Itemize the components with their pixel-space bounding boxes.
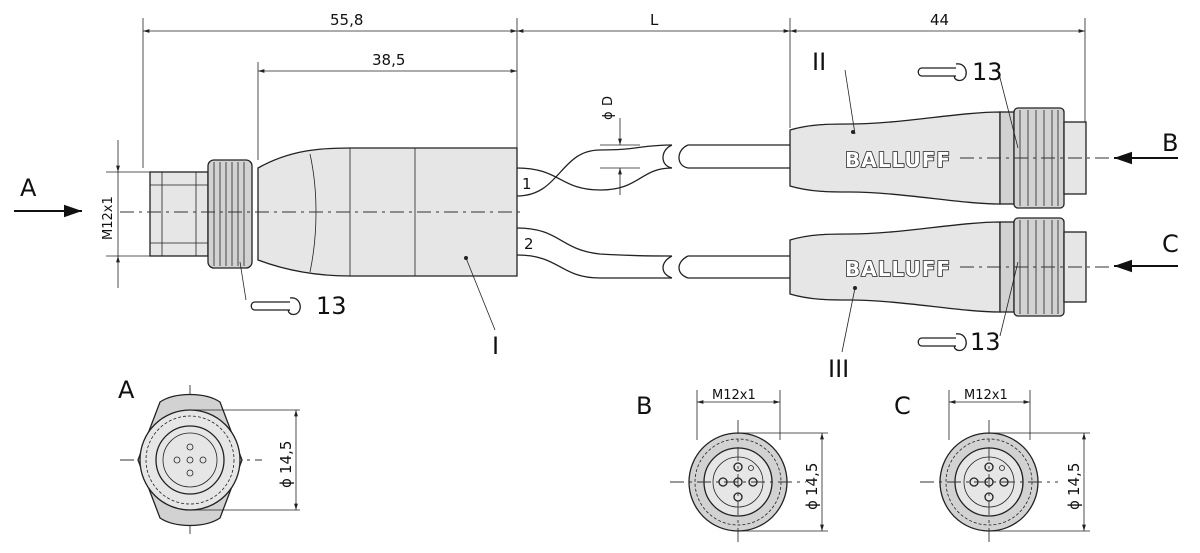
view-c-drawing [920, 390, 1090, 545]
wrench-icon-upper [917, 63, 1019, 149]
part-iii-label: III [828, 355, 849, 383]
main-connector [120, 147, 520, 277]
thread-b-label: M12x1 [712, 388, 756, 403]
diameter-c-symbol: ϕ [1065, 500, 1083, 510]
diameter-b-symbol: ϕ [803, 500, 821, 510]
view-a-drawing [120, 385, 300, 535]
wire-2-label: 2 [524, 235, 534, 253]
wrench-upper-label: 13 [972, 58, 1003, 86]
wrench-icon-lower [917, 261, 1019, 352]
dim-cable-length: L [650, 11, 659, 29]
cable-2 [516, 227, 790, 279]
dim-overall-right: 44 [930, 11, 949, 29]
view-a-label: A [118, 376, 135, 404]
connector-b [789, 107, 1110, 209]
cable-diameter-symbol: ϕ [601, 111, 616, 120]
arrow-b-label: B [1162, 129, 1178, 157]
wire-1-label: 1 [522, 175, 532, 193]
cable-diameter-label: D [601, 96, 616, 106]
cable-1 [516, 144, 790, 197]
view-b-label: B [636, 392, 652, 420]
dim-cable-diameter [600, 118, 640, 195]
logo-upper: BALLUFF [845, 148, 951, 172]
leader-ii [844, 69, 856, 135]
arrow-c-label: C [1162, 230, 1179, 258]
wrench-lower-label: 13 [970, 328, 1001, 356]
view-c-label: C [894, 392, 911, 420]
logo-lower: BALLUFF [845, 257, 951, 281]
thread-main-label: M12x1 [101, 196, 116, 240]
diameter-c-label: 14,5 [1065, 463, 1083, 496]
dim-thread-main [106, 140, 150, 288]
wrench-main-label: 13 [316, 292, 347, 320]
wrench-icon-main [239, 261, 301, 316]
diameter-a-label: 14,5 [277, 441, 295, 474]
dim-overall-left: 55,8 [330, 11, 363, 29]
part-ii-label: II [812, 48, 826, 76]
arrow-a-label: A [20, 174, 37, 202]
diameter-a-symbol: ϕ [277, 478, 295, 488]
diameter-b-label: 14,5 [803, 463, 821, 496]
leader-iii [841, 287, 856, 353]
view-b-drawing [670, 390, 828, 545]
thread-c-label: M12x1 [964, 388, 1008, 403]
dimension-top [142, 18, 1086, 168]
leader-i [465, 257, 496, 331]
part-i-label: I [492, 332, 499, 360]
dim-body-length: 38,5 [372, 51, 405, 69]
connector-c [789, 217, 1110, 317]
